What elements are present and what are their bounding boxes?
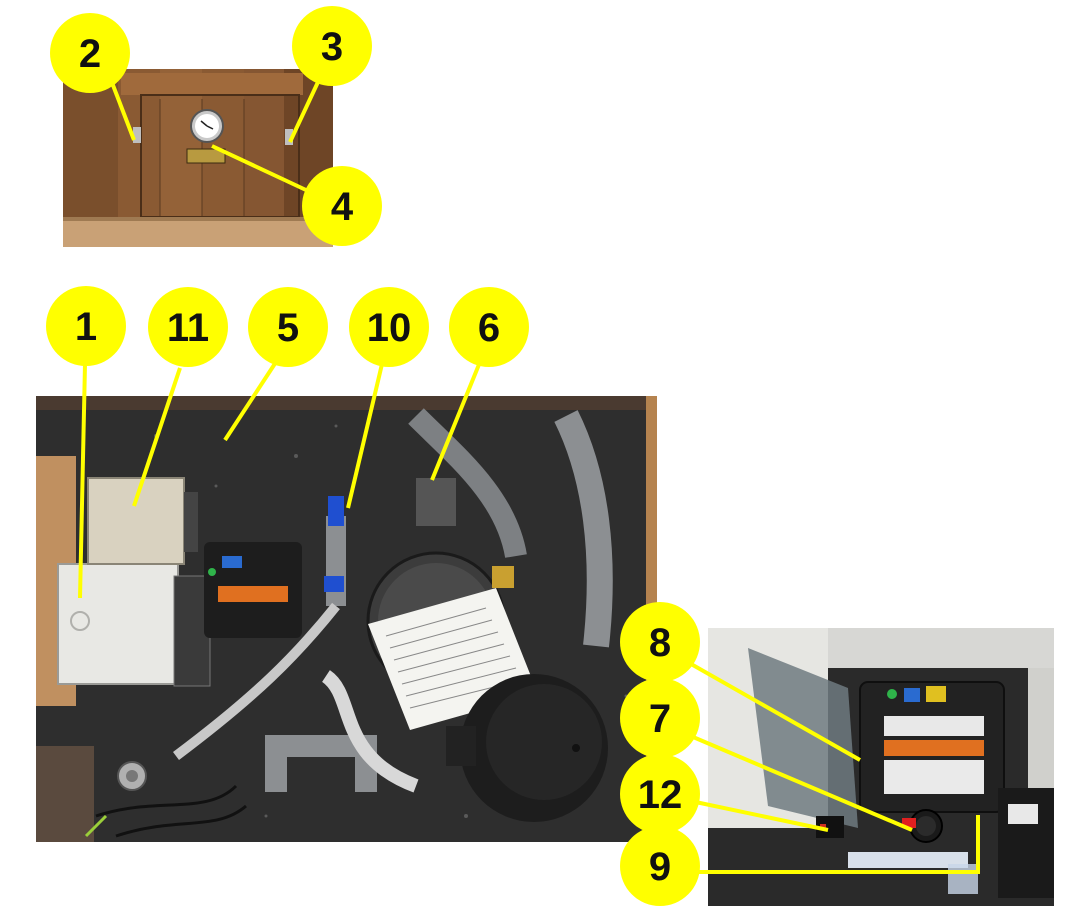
- reset-button: [902, 818, 916, 828]
- callout-badge-11: 11: [148, 287, 228, 367]
- control-enclosure: [57, 563, 211, 687]
- callout-label-1: 1: [75, 305, 97, 349]
- callout-label-9: 9: [649, 845, 671, 889]
- callout-badge-10: 10: [349, 287, 429, 367]
- deck-board: [63, 217, 333, 247]
- gauge-icon: [190, 109, 224, 143]
- power-box: [87, 477, 198, 565]
- top-rail: [121, 73, 303, 95]
- flex-hose: [554, 410, 613, 648]
- callout-label-5: 5: [277, 306, 299, 350]
- cabinet-front-photo: [63, 69, 333, 247]
- black-pump-closeup: [998, 788, 1054, 898]
- brand-plaque: [186, 148, 226, 164]
- callout-label-4: 4: [331, 185, 354, 229]
- circulation-pump: [446, 674, 608, 822]
- equipment-bay-photo: [36, 396, 657, 842]
- callout-badge-5: 5: [248, 287, 328, 367]
- right-latch: [285, 129, 293, 145]
- blue-valve: [328, 496, 344, 526]
- callout-label-11: 11: [167, 306, 209, 350]
- left-latch: [133, 127, 141, 143]
- callout-label-6: 6: [478, 306, 500, 350]
- controller-closeup-photo: [708, 628, 1054, 906]
- stainless-fitting: [117, 761, 147, 791]
- heater-controller-closeup: [859, 681, 1005, 813]
- callout-badge-1: 1: [46, 286, 126, 366]
- callout-label-3: 3: [321, 25, 343, 69]
- callout-label-10: 10: [367, 306, 412, 350]
- callout-badge-6: 6: [449, 287, 529, 367]
- heater-controller: [204, 542, 302, 638]
